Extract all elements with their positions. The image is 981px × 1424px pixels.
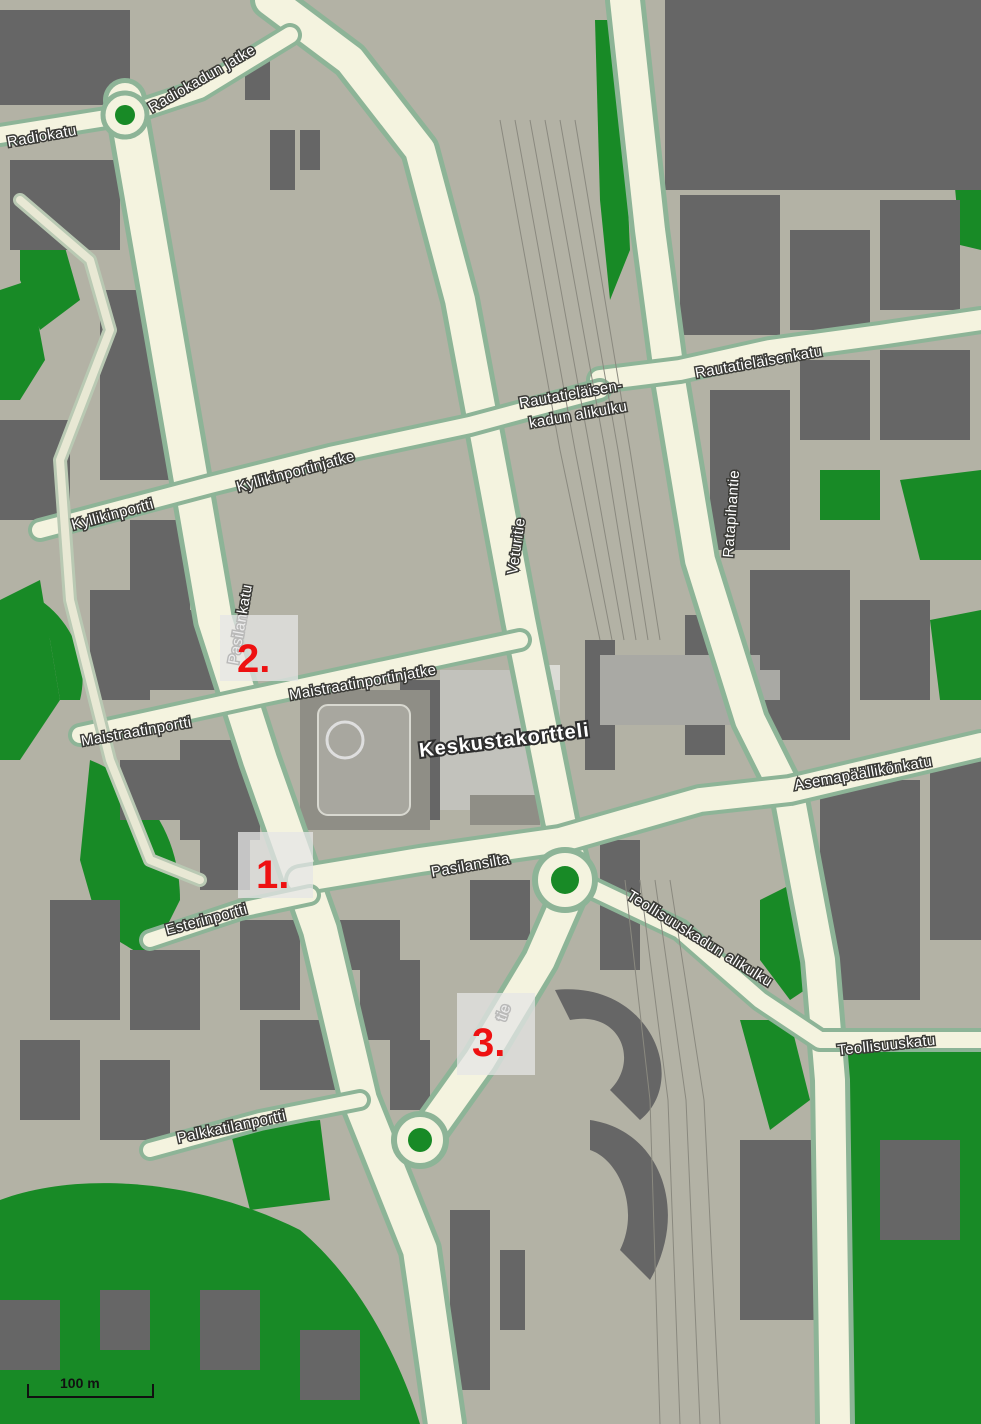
marker-3-label: 3. bbox=[472, 1021, 505, 1065]
marker-3-background bbox=[457, 993, 535, 1075]
marker-2-label: 2. bbox=[237, 637, 270, 681]
marker-2[interactable]: 2. bbox=[220, 615, 298, 681]
roundabouts bbox=[100, 90, 598, 1169]
scale-bar: 100 m bbox=[27, 1375, 154, 1398]
rail-tracks bbox=[499, 119, 721, 1424]
marker-1-background bbox=[238, 832, 313, 898]
marker-1-label: 1. bbox=[256, 853, 289, 897]
marker-2-background bbox=[220, 615, 298, 681]
marker-3[interactable]: 3. bbox=[457, 993, 535, 1075]
scale-bar-label: 100 m bbox=[60, 1375, 100, 1391]
marker-1[interactable]: 1. bbox=[238, 832, 313, 898]
